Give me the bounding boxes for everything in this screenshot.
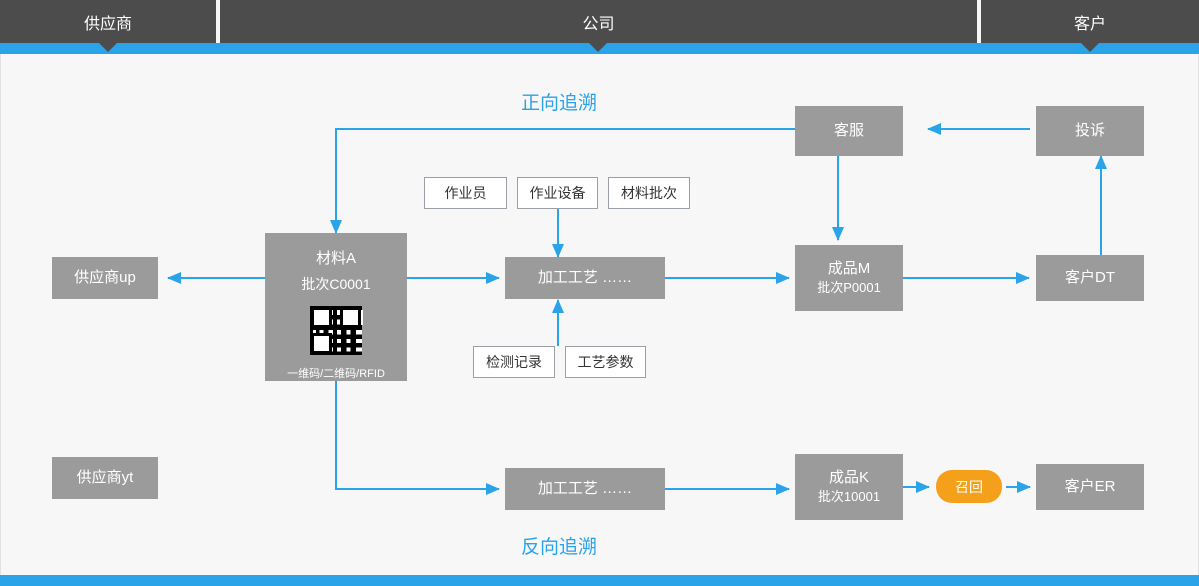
node-customer-dt-label: 客户DT <box>1065 268 1115 286</box>
attr-material-batch-label: 材料批次 <box>621 185 677 201</box>
header-segment-supplier: 供应商 <box>0 0 216 43</box>
attr-equipment[interactable]: 作业设备 <box>517 177 598 209</box>
backward-trace-title: 反向追溯 <box>521 537 598 558</box>
header-notch-customer <box>1081 43 1099 52</box>
node-product-m-name: 成品M <box>827 260 871 278</box>
attr-inspection-record-label: 检测记录 <box>486 354 542 370</box>
node-recall-label: 召回 <box>955 478 983 495</box>
node-complaint[interactable]: 投诉 <box>1036 106 1144 156</box>
node-product-k-name: 成品K <box>828 469 869 487</box>
node-product-k[interactable]: 成品K 批次10001 <box>795 454 903 520</box>
node-customer-service[interactable]: 客服 <box>795 106 903 156</box>
forward-trace-title: 正向追溯 <box>521 93 598 114</box>
node-customer-er[interactable]: 客户ER <box>1036 464 1144 510</box>
attr-material-batch[interactable]: 材料批次 <box>608 177 690 209</box>
node-process-top[interactable]: 加工工艺 …… <box>505 257 665 299</box>
node-supplier-yt[interactable]: 供应商yt <box>52 457 158 499</box>
attr-process-parameters[interactable]: 工艺参数 <box>565 346 646 378</box>
material-a-name: 材料A <box>315 250 356 267</box>
node-customer-dt[interactable]: 客户DT <box>1036 255 1144 301</box>
header-notch-company <box>589 43 607 52</box>
node-process-bottom-label: 加工工艺 …… <box>537 479 633 497</box>
node-material-a[interactable]: 材料A 批次C0001 一维码/二维码/RFID <box>265 233 407 381</box>
node-customer-er-label: 客户ER <box>1064 477 1116 495</box>
node-recall[interactable]: 召回 <box>936 470 1002 503</box>
attr-equipment-label: 作业设备 <box>529 185 586 201</box>
node-product-m-batch: 批次P0001 <box>817 280 881 296</box>
node-complaint-label: 投诉 <box>1074 121 1105 139</box>
header-segment-company: 公司 <box>220 0 977 43</box>
node-supplier-up[interactable]: 供应商up <box>52 257 158 299</box>
node-process-top-label: 加工工艺 …… <box>537 268 633 286</box>
accent-bar-bottom <box>0 575 1199 586</box>
node-customer-service-label: 客服 <box>833 121 864 139</box>
flow-area: 正向追溯 反向追溯 供应商up 供应商yt 材料A 批次C0001 一维码/二维… <box>0 54 1199 575</box>
swimlane-header: 供应商 公司 客户 <box>0 0 1199 43</box>
attr-operator[interactable]: 作业员 <box>424 177 507 209</box>
header-notch-supplier <box>99 43 117 52</box>
attr-process-parameters-label: 工艺参数 <box>577 354 634 370</box>
header-segment-customer: 客户 <box>981 0 1199 43</box>
attr-inspection-record[interactable]: 检测记录 <box>473 346 555 378</box>
node-product-k-batch: 批次10001 <box>817 489 881 505</box>
qr-code-icon <box>310 306 362 355</box>
attr-operator-label: 作业员 <box>444 185 487 201</box>
material-a-batch: 批次C0001 <box>301 276 371 292</box>
node-process-bottom[interactable]: 加工工艺 …… <box>505 468 665 510</box>
node-supplier-up-label: 供应商up <box>74 268 136 286</box>
material-a-codes: 一维码/二维码/RFID <box>287 368 385 380</box>
node-product-m[interactable]: 成品M 批次P0001 <box>795 245 903 311</box>
lane-divider-left <box>0 54 1 575</box>
node-supplier-yt-label: 供应商yt <box>76 468 134 486</box>
